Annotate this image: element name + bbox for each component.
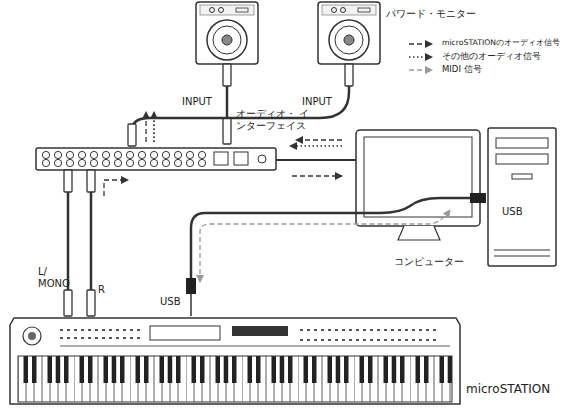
station-audio-arrow	[292, 175, 342, 176]
keyboard-audio-cables	[64, 170, 95, 316]
speaker-right	[318, 2, 380, 64]
drawing-part	[68, 192, 91, 290]
drawing-part	[332, 8, 337, 13]
port-label: R	[98, 284, 105, 296]
drawing-part	[236, 8, 248, 12]
drawing-part	[191, 198, 470, 280]
drawing-part	[214, 152, 228, 165]
interface-cable	[276, 159, 356, 161]
drawing-part	[153, 112, 154, 142]
drawing-part	[344, 35, 354, 45]
audio-interface	[36, 148, 276, 170]
drawing-part	[190, 294, 192, 316]
drawing-part	[128, 124, 136, 146]
keyboard	[10, 318, 460, 404]
drawing-part	[150, 326, 220, 340]
drawing-part	[200, 5, 254, 15]
drawing-part	[364, 137, 472, 217]
device-label: microSTATION	[466, 382, 550, 396]
drawing-part	[40, 150, 208, 168]
drawing-part	[10, 318, 460, 404]
drawing-part	[234, 152, 248, 165]
drawing-part	[356, 130, 480, 226]
legend-sample	[408, 65, 438, 75]
drawing-part	[512, 174, 532, 179]
other-audio-arrow	[290, 145, 342, 146]
other-audio-arrows-up	[146, 112, 164, 142]
drawing-part	[87, 290, 95, 316]
speaker-cables	[128, 64, 353, 146]
drawing-part	[322, 5, 376, 15]
legend-text: microSTATIONのオーディオ信号	[442, 39, 560, 47]
drawing-part	[186, 278, 196, 294]
drawing-part	[496, 154, 548, 164]
drawing-part	[196, 2, 258, 64]
drawing-part	[154, 118, 164, 142]
drawing-part	[329, 20, 369, 60]
drawing-part	[222, 35, 232, 45]
drawing-part	[223, 64, 231, 86]
drawing-part	[341, 8, 346, 13]
drawing-part	[318, 2, 380, 64]
legend-sample	[408, 52, 438, 62]
drawing-part	[335, 26, 363, 54]
drawing-part	[232, 326, 288, 336]
drawing-part	[18, 356, 452, 402]
drawing-part	[28, 332, 36, 340]
port-label: USB	[160, 296, 181, 308]
drawing-part	[87, 170, 95, 192]
drawing-part	[345, 64, 353, 86]
drawing-part	[398, 226, 440, 240]
port-label: USB	[502, 206, 523, 218]
drawing-part	[258, 155, 266, 163]
drawing-part	[23, 327, 41, 345]
drawing-part	[219, 8, 224, 13]
drawing-part	[226, 86, 229, 118]
device-label: オーディオ・ インターフェイス	[236, 108, 316, 132]
legend-sample	[408, 39, 438, 49]
speaker-left	[196, 2, 258, 64]
drawing-part	[60, 330, 440, 340]
drawing-part	[36, 148, 276, 170]
drawing-part	[213, 26, 241, 54]
drawing-part	[207, 20, 247, 60]
usb-cable	[186, 193, 486, 316]
legend-text: その他のオーディオ信号	[442, 52, 541, 61]
legend-text: MIDI 信号	[442, 65, 482, 74]
drawing-part	[488, 128, 556, 266]
drawing-part	[64, 290, 72, 316]
drawing-part	[64, 170, 72, 192]
drawing-part	[210, 8, 215, 13]
drawing-part	[200, 210, 450, 282]
station-audio-arrow	[296, 139, 342, 140]
drawing-part	[223, 118, 231, 144]
input-label: INPUT	[182, 96, 212, 108]
station-audio-arrow	[104, 180, 128, 196]
drawing-part	[496, 138, 548, 148]
port-label: L/ MONO	[38, 266, 66, 290]
device-label: パワード・モニター	[386, 8, 476, 20]
drawing-part	[60, 346, 450, 347]
drawing-part	[145, 112, 146, 142]
device-label: コンピューター	[394, 256, 464, 268]
input-label: INPUT	[302, 96, 332, 108]
drawing-part	[358, 8, 370, 12]
drawing-part	[470, 193, 486, 203]
drawing-part	[494, 250, 550, 256]
